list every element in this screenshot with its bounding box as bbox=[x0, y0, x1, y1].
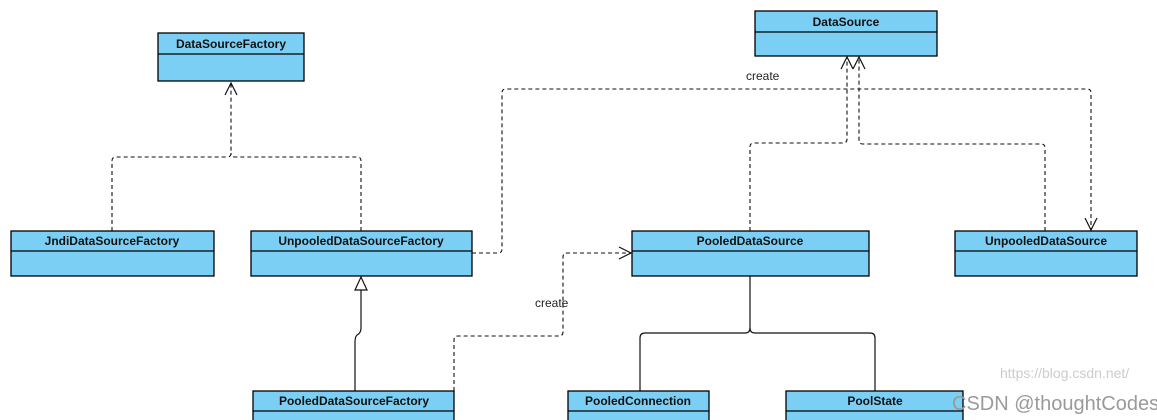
class-name: JndiDataSourceFactory bbox=[45, 234, 180, 248]
class-name: UnpooledDataSourceFactory bbox=[278, 234, 444, 248]
class-name: UnpooledDataSource bbox=[985, 234, 1107, 248]
watermark: CSDN @thoughtCodes bbox=[952, 393, 1157, 415]
dependency-unpooledfactory-create-unpooleddatasource bbox=[472, 88, 1098, 254]
class-poolstate[interactable]: PoolState bbox=[785, 390, 964, 420]
association-pooleddatasource-children bbox=[639, 276, 876, 391]
class-name: DataSource bbox=[813, 15, 880, 29]
class-name: PoolState bbox=[847, 394, 903, 408]
realization-jndi-to-datasourcefactory bbox=[111, 83, 232, 231]
class-jndidatasourcefactory[interactable]: JndiDataSourceFactory bbox=[10, 230, 215, 277]
edge-label-create: create bbox=[535, 296, 569, 310]
class-datasourcefactory[interactable]: DataSourceFactory bbox=[157, 32, 305, 82]
class-datasource[interactable]: DataSource bbox=[754, 10, 938, 57]
class-pooleddatasource[interactable]: PooledDataSource bbox=[631, 230, 870, 277]
realization-unpooleddatasource-to-datasource bbox=[852, 55, 1046, 231]
dependency-pooledfactory-create-pooleddatasource bbox=[453, 246, 633, 391]
realization-unpooledfactory-to-datasourcefactory bbox=[224, 81, 362, 231]
class-pooledconnection[interactable]: PooledConnection bbox=[567, 390, 710, 420]
class-unpooleddatasourcefactory[interactable]: UnpooledDataSourceFactory bbox=[250, 230, 473, 277]
class-name: PooledDataSource bbox=[697, 234, 804, 248]
class-pooleddatasourcefactory[interactable]: PooledDataSourceFactory bbox=[252, 390, 455, 420]
class-unpooleddatasource[interactable]: UnpooledDataSource bbox=[954, 230, 1138, 277]
class-name: DataSourceFactory bbox=[176, 37, 286, 51]
realization-pooleddatasource-to-datasource bbox=[749, 55, 854, 231]
class-name: PooledConnection bbox=[585, 394, 691, 408]
class-name: PooledDataSourceFactory bbox=[279, 394, 429, 408]
generalization-pooledfactory-to-unpooledfactory bbox=[354, 275, 368, 391]
watermark-url: https://blog.csdn.net/ bbox=[1000, 365, 1129, 381]
edge-label-create: create bbox=[746, 69, 780, 83]
